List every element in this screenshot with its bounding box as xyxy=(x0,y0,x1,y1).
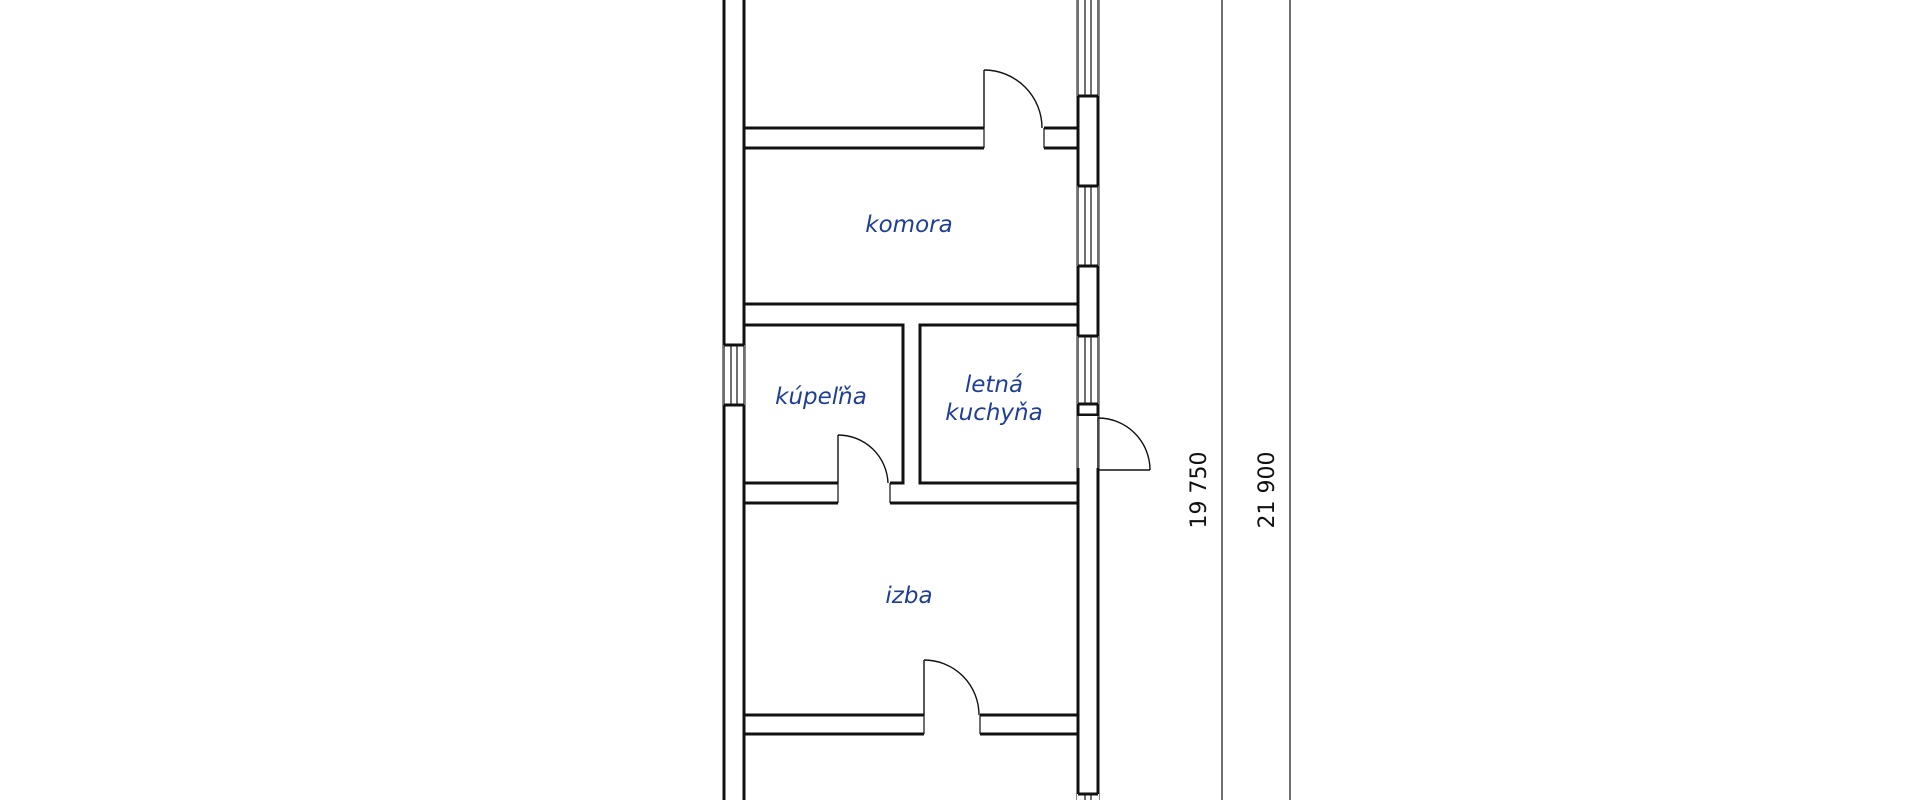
room-izba xyxy=(742,501,1080,717)
label-komora: komora xyxy=(865,212,952,238)
dimension-lines xyxy=(1221,0,1291,800)
window-left-kupelna xyxy=(723,343,745,407)
label-letna-line2: kuchyňa xyxy=(945,400,1042,426)
label-letna-line1: letná xyxy=(965,372,1023,398)
door-kupelna xyxy=(837,434,891,505)
door-top-room xyxy=(983,69,1045,150)
window-right-komora xyxy=(1077,184,1099,268)
label-kupelna: kúpeľňa xyxy=(775,384,867,410)
label-izba: izba xyxy=(885,583,932,609)
door-izba xyxy=(923,659,981,737)
bottom-room xyxy=(742,732,1080,800)
door-letna-kuchyna xyxy=(1077,416,1151,471)
window-right-letna xyxy=(1077,334,1099,417)
top-room xyxy=(742,0,1080,130)
dimension-inner-label: 19 750 xyxy=(1187,452,1212,529)
dimension-outer-label: 21 900 xyxy=(1255,452,1280,529)
window-right-top xyxy=(1077,0,1099,98)
window-right-bottom xyxy=(1077,792,1099,800)
